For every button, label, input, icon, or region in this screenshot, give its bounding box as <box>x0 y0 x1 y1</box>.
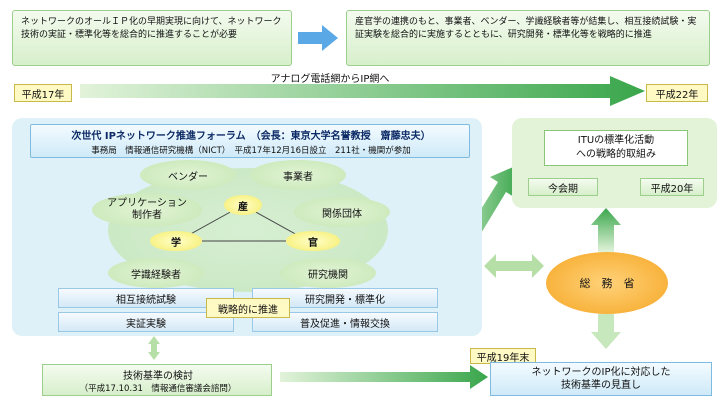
ministry: 総 務 省 <box>546 252 668 314</box>
itu-title: ITUの標準化活動 への戦略的取組み <box>544 130 688 166</box>
activity-rnd: 研究開発・標準化 <box>252 288 438 308</box>
itu-current: 今会期 <box>528 178 598 196</box>
member-academic: 学識経験者 <box>108 258 204 288</box>
tech-box: 技術基準の検討 （平成17.10.31 情報通信審議会諮問） <box>42 364 272 396</box>
top-left-text: ネットワークのオールＩＰ化の早期実現に向けて、ネットワーク技術の実証・標準化等を… <box>21 17 282 40</box>
activity-strategic: 戦略的に推進 <box>206 298 290 318</box>
tech-title: 技術基準の検討 <box>123 370 193 382</box>
timeline-arrow <box>80 76 645 106</box>
top-right-text: 産官学の連携のもと、事業者、ベンダー、学識経験者等が結集し、相互接続試験・実証実… <box>355 17 697 40</box>
top-right-box: 産官学の連携のもと、事業者、ベンダー、学識経験者等が結集し、相互接続試験・実証実… <box>346 10 710 66</box>
ministry-down-arrow <box>591 314 621 349</box>
member-related-org: 関係団体 <box>294 197 390 227</box>
forum-tech-arrow <box>148 336 160 360</box>
activity-demo: 実証実験 <box>58 312 234 332</box>
member-research: 研究機関 <box>280 258 376 288</box>
forum-header: 次世代 IPネットワーク推進フォーラム （会長：東京大学名誉教授 齋藤忠夫） 事… <box>30 124 470 158</box>
tech-review-arrow <box>280 365 488 389</box>
timeline-start: 平成17年 <box>14 84 72 102</box>
tech-sub: （平成17.10.31 情報通信審議会諮問） <box>79 383 237 394</box>
forum-ministry-arrow <box>484 254 544 278</box>
triangle-industry: 産 <box>224 195 262 215</box>
forum-title: 次世代 IPネットワーク推進フォーラム （会長：東京大学名誉教授 齋藤忠夫） <box>71 131 431 142</box>
top-blue-arrow <box>298 25 338 51</box>
member-vendor: ベンダー <box>140 160 236 190</box>
timeline-end: 平成22年 <box>646 84 708 102</box>
activity-interop: 相互接続試験 <box>58 288 234 308</box>
triangle-academia: 学 <box>150 231 202 251</box>
activity-promotion: 普及促進・情報交換 <box>252 312 438 332</box>
timeline-arrow-label: アナログ電話網からIP網へ <box>270 73 390 85</box>
ministry-up-arrow <box>591 208 621 252</box>
member-operator: 事業者 <box>250 160 346 190</box>
itu-target: 平成20年 <box>640 178 704 196</box>
forum-subtitle: 事務局 情報通信研究機構（NICT） 平成17年12月16日設立 211社・機関… <box>91 145 411 156</box>
member-app-maker: アプリケーション 制作者 <box>92 193 202 227</box>
triangle-government: 官 <box>286 231 340 251</box>
review-box: ネットワークのIP化に対応した 技術基準の見直し <box>490 362 712 396</box>
top-left-box: ネットワークのオールＩＰ化の早期実現に向けて、ネットワーク技術の実証・標準化等を… <box>12 10 292 66</box>
